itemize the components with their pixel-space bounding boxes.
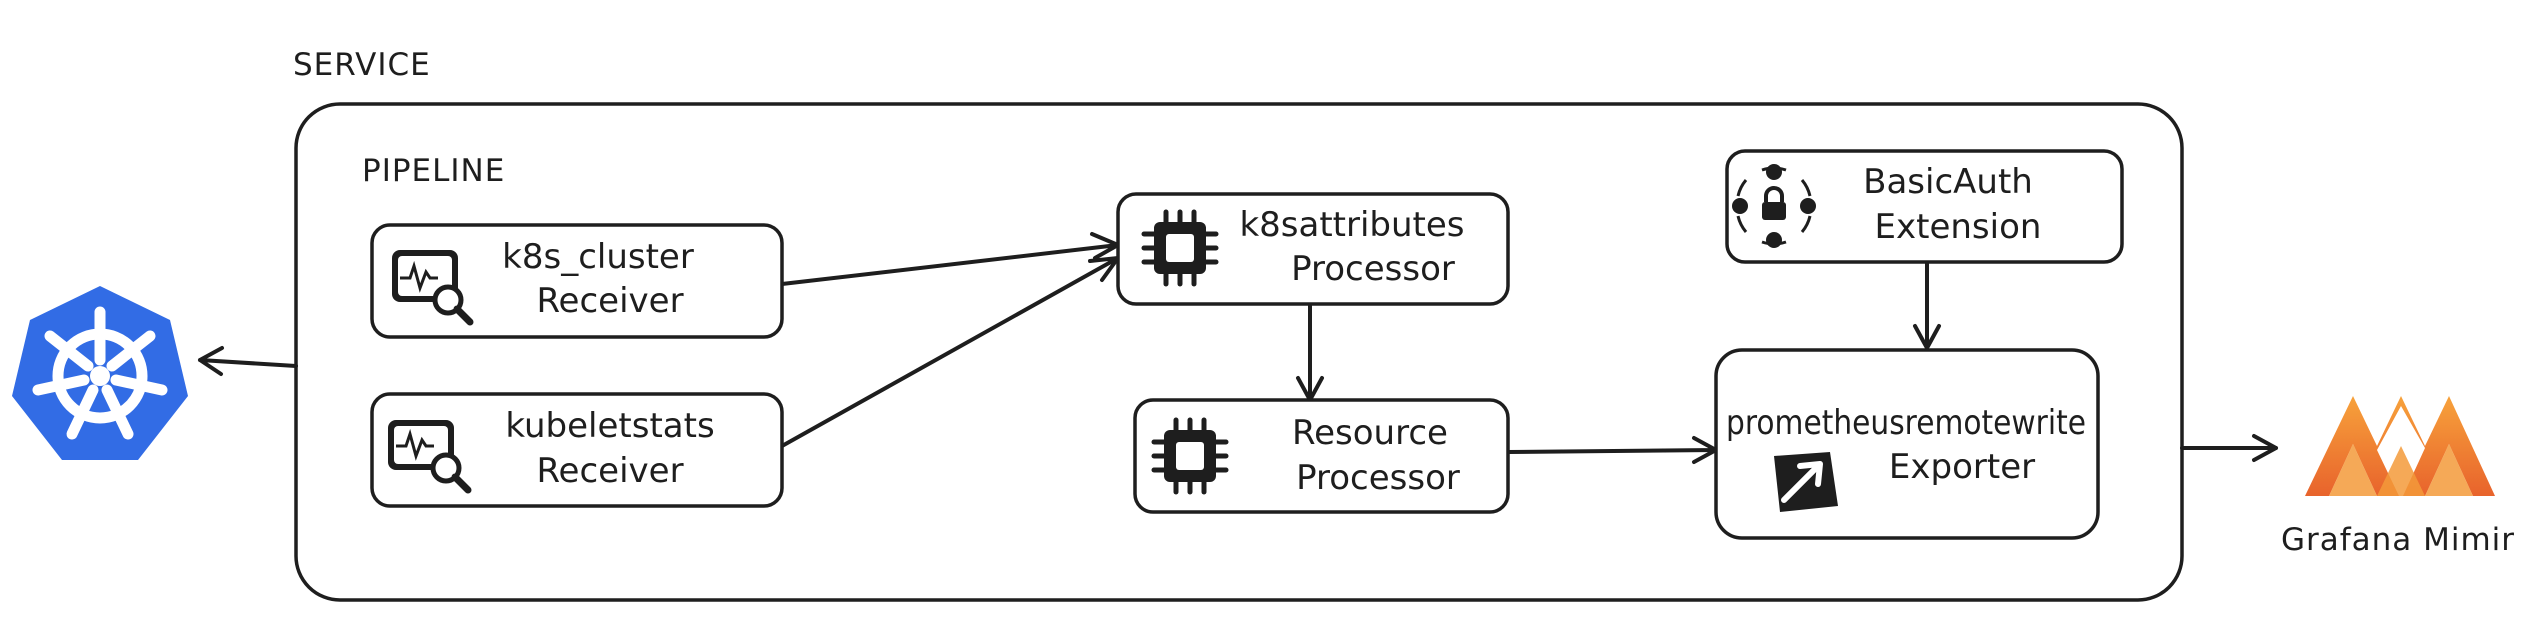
prometheusremotewrite-exporter-node: prometheusremotewrite Exporter [1714, 348, 2100, 540]
edge-k8s-cluster-to-k8sattributes [780, 232, 1120, 286]
monitor-magnifier-icon [388, 420, 472, 494]
k8sattributes-type: Processor [1291, 249, 1455, 289]
export-arrow-icon [1774, 452, 1838, 512]
k8sattributes-title: k8sattributes [1239, 205, 1464, 245]
kubernetes-helm-icon [12, 286, 188, 460]
edge-resource-to-exporter [1506, 436, 1718, 464]
grafana-mimir-logo [2305, 396, 2495, 496]
resource-processor-node: Resource Processor [1133, 398, 1510, 514]
edge-exporter-to-mimir [2180, 434, 2278, 462]
cpu-chip-icon [1151, 417, 1229, 495]
cpu-chip-icon [1141, 209, 1219, 287]
kubeletstats-title: kubeletstats [505, 406, 714, 446]
edge-kubeletstats-to-k8sattributes [780, 256, 1120, 448]
edge-service-to-kubernetes [198, 346, 298, 376]
kubeletstats-type: Receiver [536, 451, 683, 491]
basicauth-type: Extension [1875, 207, 2042, 247]
basicauth-title: BasicAuth [1863, 162, 2033, 202]
edges [198, 232, 2278, 464]
prometheusremotewrite-type: Exporter [1889, 447, 2035, 487]
resource-title: Resource [1292, 413, 1448, 453]
basicauth-extension-node: BasicAuth Extension [1725, 149, 2124, 264]
grafana-mimir-label: Grafana Mimir [2281, 522, 2515, 558]
prometheusremotewrite-title: prometheusremotewrite [1726, 403, 2086, 443]
lock-network-icon [1732, 164, 1816, 248]
monitor-magnifier-icon [392, 250, 474, 326]
resource-type: Processor [1296, 458, 1460, 498]
k8sattributes-processor-node: k8sattributes Processor [1116, 192, 1510, 306]
pipeline-label: PIPELINE [362, 153, 505, 189]
k8s-cluster-receiver-node: k8s_cluster Receiver [370, 223, 784, 339]
kubeletstats-receiver-node: kubeletstats Receiver [370, 392, 784, 508]
k8s-cluster-type: Receiver [536, 281, 683, 321]
service-label: SERVICE [293, 47, 431, 83]
k8s-cluster-title: k8s_cluster [502, 237, 694, 277]
edge-basicauth-to-exporter [1913, 260, 1941, 350]
edge-k8sattributes-to-resource [1296, 302, 1324, 402]
